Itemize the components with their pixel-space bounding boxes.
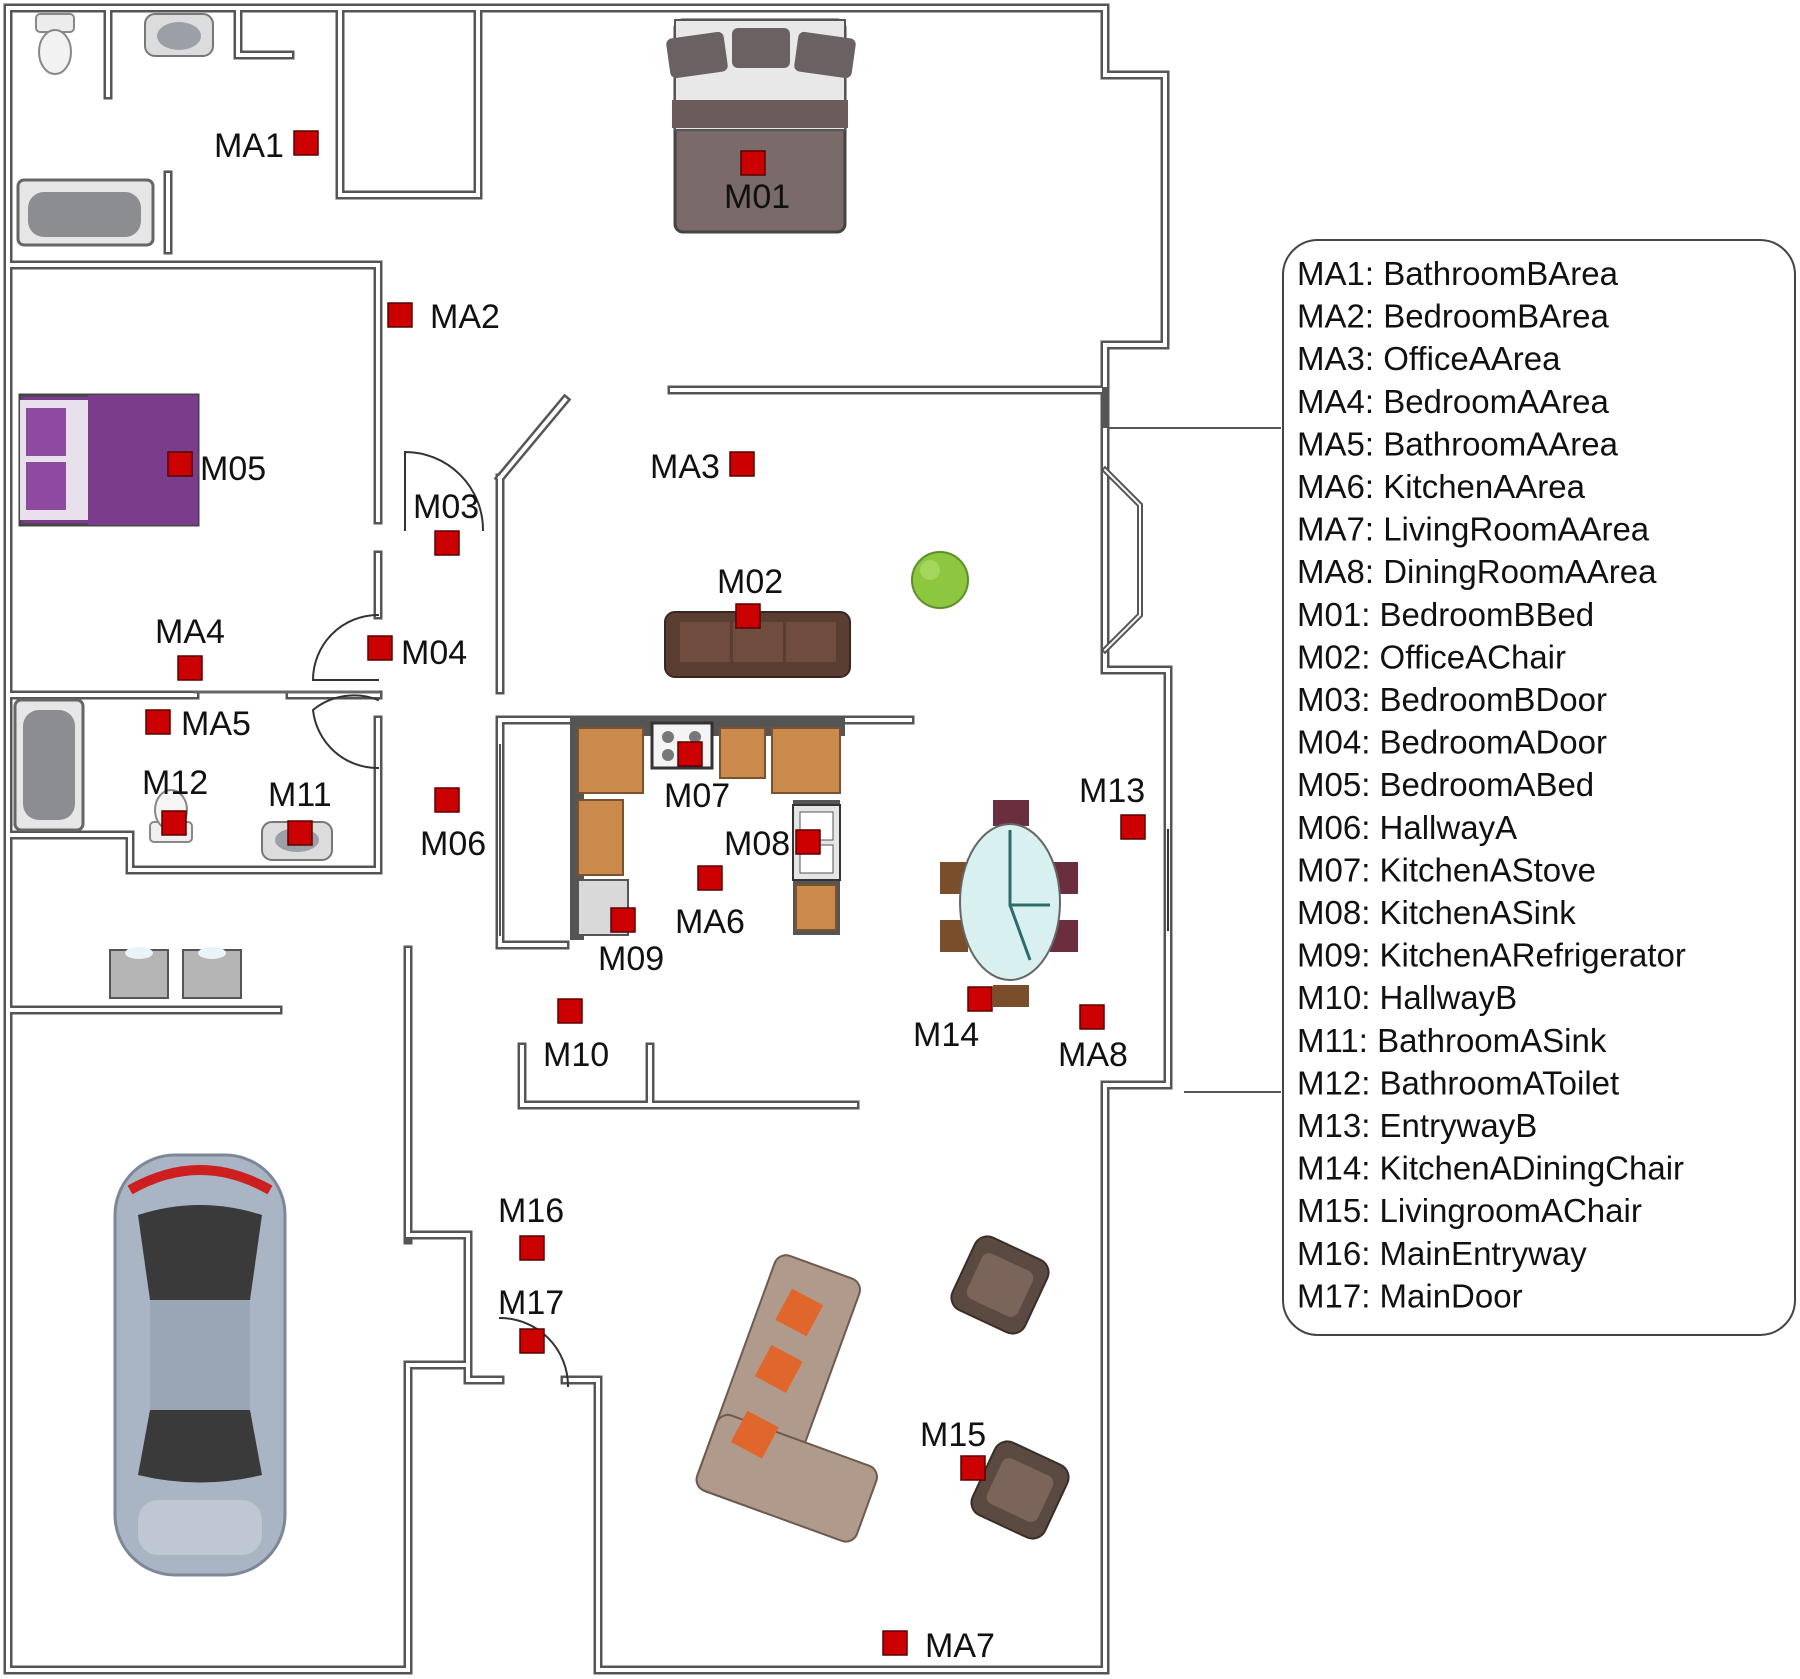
legend-entry: M13: EntrywayB — [1297, 1107, 1537, 1144]
legend-entry: M03: BedroomBDoor — [1297, 681, 1607, 718]
sensor-label-m16: M16 — [498, 1192, 564, 1230]
sensor-marker-ma5 — [145, 709, 171, 735]
legend-entry: M15: LivingroomAChair — [1297, 1192, 1642, 1229]
sensor-label-ma2: MA2 — [430, 298, 500, 336]
sensor-marker-m08 — [795, 829, 821, 855]
sensor-marker-m17 — [519, 1328, 545, 1354]
legend-entry: MA1: BathroomBArea — [1297, 255, 1619, 292]
sensor-marker-m15 — [960, 1455, 986, 1481]
legend-entry: M02: OfficeAChair — [1297, 638, 1566, 675]
legend-entry: MA7: LivingRoomAArea — [1297, 511, 1650, 548]
sensor-marker-m06 — [434, 787, 460, 813]
legend-entry: M16: MainEntryway — [1297, 1235, 1587, 1272]
sensor-label-ma6: MA6 — [675, 903, 745, 941]
armchair-icon — [950, 1235, 1050, 1335]
sofa-icon — [664, 611, 851, 678]
sensor-label-m17: M17 — [498, 1284, 564, 1322]
bed-icon — [666, 18, 856, 234]
legend-entry: MA4: BedroomAArea — [1297, 383, 1609, 420]
sensor-label-ma8: MA8 — [1058, 1036, 1128, 1074]
sensor-label-m07: M07 — [664, 777, 730, 815]
sensor-marker-ma2 — [387, 302, 413, 328]
washer-icon — [109, 947, 242, 999]
sensor-label-m01: M01 — [724, 178, 790, 216]
bathtub-icon — [16, 178, 155, 247]
sensor-marker-m03 — [434, 530, 460, 556]
sensor-label-m15: M15 — [920, 1416, 986, 1454]
sensor-label-ma7: MA7 — [925, 1627, 995, 1665]
sensor-label-m11: M11 — [268, 776, 332, 814]
legend-entry: M05: BedroomABed — [1297, 766, 1594, 803]
sensor-marker-ma3 — [729, 451, 755, 477]
sensor-label-m03: M03 — [413, 488, 479, 526]
legend-entry: MA2: BedroomBArea — [1297, 298, 1609, 335]
car-icon — [113, 1153, 287, 1577]
sensor-label-m05: M05 — [200, 450, 266, 488]
sensor-marker-m09 — [610, 907, 636, 933]
sensor-label-m04: M04 — [401, 634, 467, 672]
sensor-marker-ma7 — [882, 1630, 908, 1656]
sensor-label-m08: M08 — [724, 825, 790, 863]
armchair-icon — [970, 1440, 1070, 1540]
legend-entry: M14: KitchenADiningChair — [1297, 1150, 1684, 1187]
sensor-label-m09: M09 — [598, 940, 664, 978]
walls — [3, 3, 1281, 1675]
sensor-label-m10: M10 — [543, 1036, 609, 1074]
legend-entry: M04: BedroomADoor — [1297, 724, 1607, 761]
sensor-label-m06: M06 — [420, 825, 486, 863]
sensor-marker-m02 — [735, 603, 761, 629]
legend-entry: MA8: DiningRoomAArea — [1297, 553, 1657, 590]
sensor-label-ma3: MA3 — [650, 448, 720, 486]
sensor-marker-m07 — [677, 741, 703, 767]
sensor-label-ma1: MA1 — [214, 127, 284, 165]
sensor-label-ma5: MA5 — [181, 705, 251, 743]
legend-entry: M17: MainDoor — [1297, 1277, 1523, 1314]
sensor-label-m13: M13 — [1079, 772, 1145, 810]
sink-icon — [144, 13, 214, 57]
sensor-marker-ma4 — [177, 655, 203, 681]
sensor-marker-ma6 — [697, 865, 723, 891]
sensor-marker-m04 — [367, 635, 393, 661]
sensor-marker-m13 — [1120, 814, 1146, 840]
toilet-icon — [35, 13, 75, 75]
sensor-marker-m16 — [519, 1235, 545, 1261]
sensor-marker-ma1 — [293, 130, 319, 156]
legend-entry: M11: BathroomASink — [1297, 1022, 1607, 1059]
sensor-label-m02: M02 — [717, 563, 783, 601]
sensor-marker-m14 — [967, 986, 993, 1012]
legend-entry: M01: BedroomBBed — [1297, 596, 1594, 633]
sensor-label-m14: M14 — [913, 1016, 979, 1054]
legend-entry: M12: BathroomAToilet — [1297, 1064, 1619, 1101]
legend-entry: M10: HallwayB — [1297, 979, 1517, 1016]
legend-entry: M08: KitchenASink — [1297, 894, 1576, 931]
sensor-marker-m10 — [557, 998, 583, 1024]
sensor-marker-m05 — [167, 451, 193, 477]
legend-entry: M07: KitchenAStove — [1297, 851, 1596, 888]
dining-table-icon — [940, 800, 1078, 1007]
legend-entry: MA3: OfficeAArea — [1297, 340, 1561, 377]
sensor-marker-ma8 — [1079, 1004, 1105, 1030]
sensor-label-ma4: MA4 — [155, 613, 225, 651]
legend-entry: M06: HallwayA — [1297, 809, 1517, 846]
plant-icon — [911, 551, 969, 609]
legend-entry: M09: KitchenARefrigerator — [1297, 937, 1686, 974]
legend-entry: MA5: BathroomAArea — [1297, 425, 1619, 462]
sensor-marker-m12 — [161, 810, 187, 836]
sectional-sofa-icon — [695, 1254, 878, 1543]
sensor-marker-m01 — [740, 150, 766, 176]
bathtub-icon — [13, 698, 85, 832]
sensor-marker-m11 — [287, 820, 313, 846]
sensor-label-m12: M12 — [142, 764, 208, 802]
legend-entry: MA6: KitchenAArea — [1297, 468, 1586, 505]
